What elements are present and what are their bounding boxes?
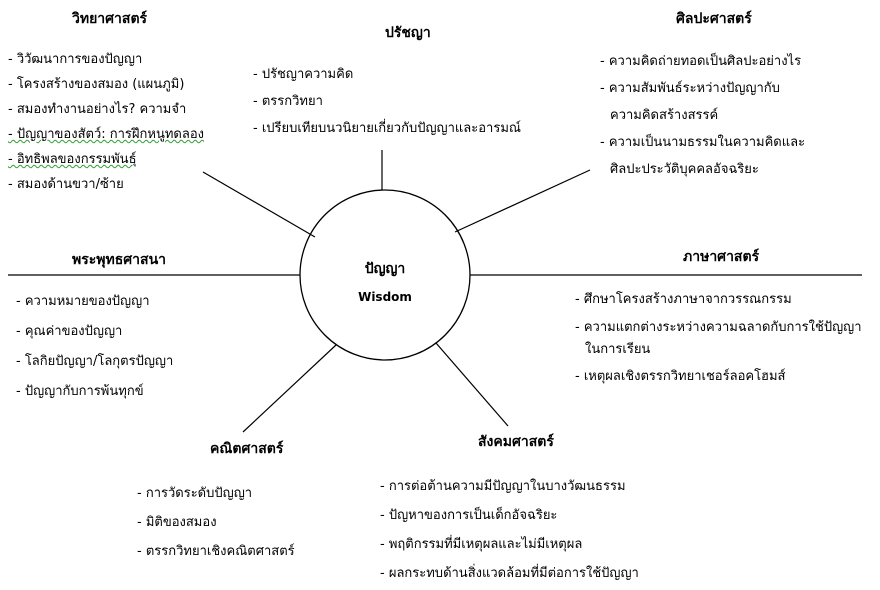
science-item: - อิทธิพลของกรรมพันธุ์: [8, 152, 137, 167]
buddhism-item: - ปัญญากับการพ้นทุกข์: [16, 384, 144, 399]
science-item: - สมองด้านขวา/ซ้าย: [8, 177, 124, 192]
arts-item: ศิลปะประวัติบุคคลอัจฉริยะ: [610, 162, 759, 177]
social-item: - ปัญหาของการเป็นเด็กอัจฉริยะ: [380, 508, 558, 523]
social-item: - พฤติกรรมที่มีเหตุผลและไม่มีเหตุผล: [380, 537, 583, 552]
buddhism-item: - ความหมายของปัญญา: [16, 294, 150, 309]
buddhism-item: - โลกิยปัญญา/โลกุตรปัญญา: [16, 354, 174, 369]
science-item: - ปัญญาของสัตว์: การฝึกหนูทดลอง: [8, 127, 204, 142]
linguistics-list: - ศึกษาโครงสร้างภาษาจากวรรณกรรม - ความแต…: [575, 292, 862, 385]
arts-item: - ความเป็นนามธรรมในความคิดและ: [600, 135, 806, 150]
center-label-th: ปัญญา: [364, 261, 406, 277]
linguistics-item: ในการเรียน: [585, 342, 651, 357]
arts-title: ศิลปะศาสตร์: [676, 11, 752, 27]
science-item: - สมองทำงานอย่างไร? ความจำ: [8, 102, 187, 117]
science-item: - วิวัฒนาการของปัญญา: [8, 52, 143, 67]
linguistics-item: - เหตุผลเชิงตรรกวิทยาเชอร์ลอคโฮมส์: [575, 369, 786, 384]
line-arts: [454, 169, 591, 233]
line-social: [435, 342, 509, 427]
center-label-en: Wisdom: [358, 290, 412, 304]
linguistics-item: - ความแตกต่างระหว่างความฉลาดกับการใช้ปัญ…: [575, 320, 862, 335]
arts-list: - ความคิดถ่ายทอดเป็นศิลปะอย่างไร - ความส…: [600, 54, 805, 178]
mathematics-item: - การวัดระดับปัญญา: [137, 486, 253, 501]
arts-item: - ความสัมพันธ์ระหว่างปัญญากับ: [600, 81, 780, 96]
buddhism-list: - ความหมายของปัญญา - คุณค่าของปัญญา - โล…: [16, 294, 173, 400]
mathematics-list: - การวัดระดับปัญญา - มิติของสมอง - ตรรกว…: [137, 486, 295, 560]
line-mathematics: [242, 344, 337, 433]
mathematics-item: - ตรรกวิทยาเชิงคณิตศาสตร์: [137, 544, 295, 559]
social-item: - การต่อต้านความมีปัญญาในบางวัฒนธรรม: [380, 479, 626, 494]
social-title: สังคมศาสตร์: [478, 434, 554, 450]
philosophy-item: - ตรรกวิทยา: [253, 94, 323, 109]
philosophy-list: - ปรัชญาความคิด - ตรรกวิทยา - เปรียบเทีย…: [253, 67, 521, 137]
philosophy-item: - เปรียบเทียบนวนิยายเกี่ยวกับปัญญาและอาร…: [253, 121, 521, 136]
buddhism-item: - คุณค่าของปัญญา: [16, 324, 123, 339]
linguistics-title: ภาษาศาสตร์: [683, 249, 760, 265]
arts-item: - ความคิดถ่ายทอดเป็นศิลปะอย่างไร: [600, 54, 802, 69]
linguistics-item: - ศึกษาโครงสร้างภาษาจากวรรณกรรม: [575, 292, 792, 307]
philosophy-title: ปรัชญา: [385, 25, 431, 41]
philosophy-item: - ปรัชญาความคิด: [253, 67, 354, 82]
science-title: วิทยาศาสตร์: [72, 11, 148, 27]
science-list: - วิวัฒนาการของปัญญา - โครงสร้างของสมอง …: [8, 52, 204, 193]
line-science: [202, 171, 316, 238]
science-item: - โครงสร้างของสมอง (แผนภูมิ): [8, 77, 185, 92]
social-list: - การต่อต้านความมีปัญญาในบางวัฒนธรรม - ป…: [380, 479, 639, 582]
social-item: - ผลกระทบด้านสิ่งแวดล้อมที่มีต่อการใช้ปั…: [380, 566, 639, 581]
mathematics-title: คณิตศาสตร์: [210, 441, 284, 457]
buddhism-title: พระพุทธศาสนา: [72, 252, 166, 268]
arts-item: ความคิดสร้างสรรค์: [610, 108, 719, 123]
mathematics-item: - มิติของสมอง: [137, 515, 217, 530]
